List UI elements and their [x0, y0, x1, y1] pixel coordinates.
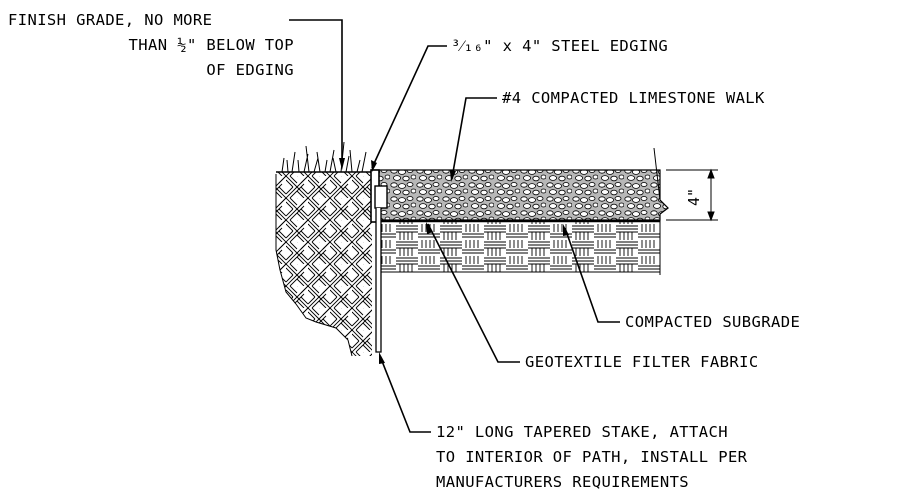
steel-edging — [370, 169, 388, 223]
dimension-marker — [666, 168, 718, 222]
stake-label-line1: 12" LONG TAPERED STAKE, ATTACH — [436, 423, 728, 441]
tapered-stake — [375, 208, 382, 353]
compacted-subgrade-label: COMPACTED SUBGRADE — [625, 313, 800, 331]
dimension-text: 4" — [685, 188, 703, 206]
limestone-walk-label: #4 COMPACTED LIMESTONE WALK — [502, 89, 765, 107]
leader-arrows — [339, 158, 569, 364]
leader-lines — [289, 19, 620, 433]
stake-label-line2: TO INTERIOR OF PATH, INSTALL PER — [436, 448, 748, 466]
finish-grade-label-line3: OF EDGING — [206, 61, 294, 79]
limestone-walk-layer — [371, 169, 669, 221]
stake-label-line3: MANUFACTURERS REQUIREMENTS — [436, 473, 689, 491]
geotextile-label: GEOTEXTILE FILTER FABRIC — [525, 353, 759, 371]
existing-soil-hatch — [275, 171, 372, 357]
grass-tufts — [281, 141, 367, 173]
compacted-subgrade-hatch — [379, 220, 661, 273]
steel-edging-label: ³⁄₁₆" x 4" STEEL EDGING — [451, 37, 668, 55]
finish-grade-label-line2: THAN ½" BELOW TOP — [129, 36, 294, 54]
break-line — [653, 147, 669, 275]
finish-grade-label-line1: FINISH GRADE, NO MORE — [8, 11, 212, 29]
